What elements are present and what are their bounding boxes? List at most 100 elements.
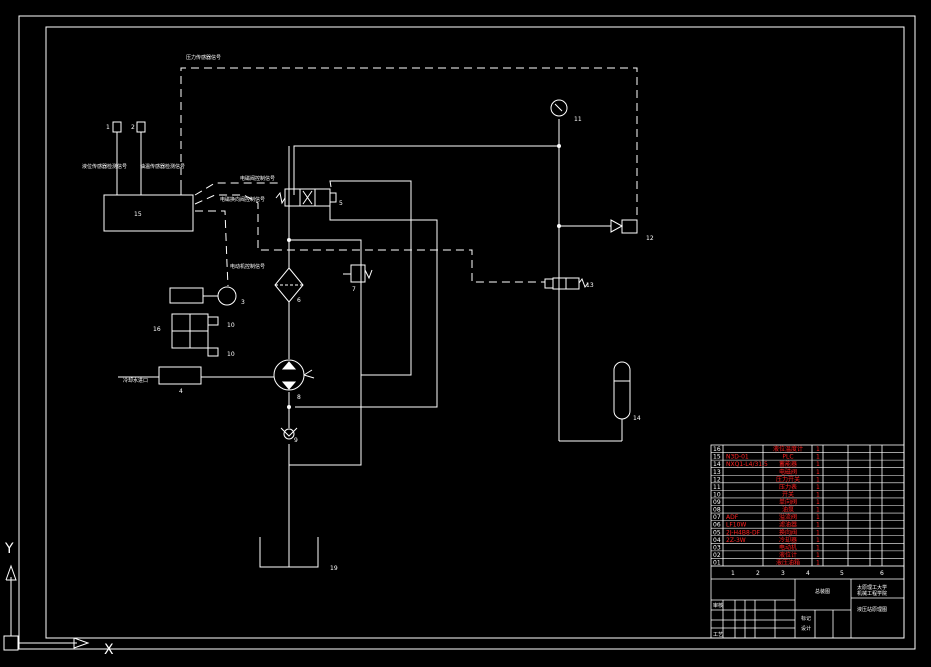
signal-label-c: 电磁阀控制信号 <box>240 175 275 182</box>
part-qty: 1 <box>816 484 820 491</box>
part-name: 电磁阀 <box>779 468 797 476</box>
part-qty: 1 <box>816 469 820 476</box>
part-number: 12 <box>713 476 721 483</box>
label-9: 9 <box>294 437 298 444</box>
footer-c: 审核 <box>713 602 723 609</box>
part-qty: 1 <box>816 454 820 461</box>
zone-3: 3 <box>781 570 785 577</box>
signal-label-e: 电动机控制信号 <box>230 263 265 270</box>
footer-b: 设计 <box>801 625 811 632</box>
part-qty: 1 <box>816 476 820 483</box>
part-name: 电动机 <box>779 543 797 551</box>
label-14: 14 <box>633 415 641 422</box>
part-number: 11 <box>713 484 721 491</box>
part-number: 06 <box>713 522 721 529</box>
label-16: 16 <box>153 326 161 333</box>
part-name: 压力表 <box>779 483 797 491</box>
part-number: 02 <box>713 552 721 559</box>
ucs-icon <box>3 564 90 651</box>
cooling-block <box>158 366 202 385</box>
label-10a: 10 <box>227 322 235 329</box>
part-name: 油泵 <box>782 506 794 514</box>
label-5: 5 <box>339 200 343 207</box>
label-15: 15 <box>134 211 142 218</box>
part-name: 压力开关 <box>776 475 800 483</box>
part-qty: 1 <box>816 446 820 453</box>
sensor-2 <box>136 121 146 133</box>
part-name: 单向阀 <box>779 498 797 506</box>
part-name: 开关 <box>782 490 794 498</box>
label-1: 1 <box>106 124 110 131</box>
part-qty: 1 <box>816 514 820 521</box>
part-qty: 1 <box>816 491 820 498</box>
signal-lines <box>180 67 638 287</box>
label-7: 7 <box>352 286 356 293</box>
part-number: 08 <box>713 507 721 514</box>
accumulator <box>613 361 631 420</box>
part-number: 10 <box>713 491 721 498</box>
part-qty: 1 <box>816 499 820 506</box>
stage-label: 总装图 <box>815 588 830 595</box>
part-code: 2Z-3W <box>726 537 746 544</box>
part-code: NXQ1-L4/31.5 <box>726 461 768 468</box>
part-code: N3D-01 <box>726 454 749 461</box>
part-qty: 1 <box>816 529 820 536</box>
signal-label-b: 油温传感器检测信号 <box>140 163 185 170</box>
zone-1: 1 <box>731 570 735 577</box>
part-qty: 1 <box>816 544 820 551</box>
part-code: LF10W <box>726 522 746 529</box>
zone-2: 2 <box>756 570 760 577</box>
part-code: ADF <box>726 514 739 521</box>
part-number: 05 <box>713 529 721 536</box>
motor <box>217 286 237 306</box>
label-19: 19 <box>330 565 338 572</box>
oil-tank <box>259 537 319 568</box>
check-valve <box>283 428 295 440</box>
inner-border <box>45 26 905 639</box>
pressure-switch <box>621 219 638 234</box>
zone-4: 4 <box>806 570 810 577</box>
signal-label-a: 液位传感器检测信号 <box>82 163 127 170</box>
remote-signal-label: 压力传感器信号 <box>186 54 221 61</box>
plc-block <box>103 194 194 232</box>
label-13: 13 <box>586 282 594 289</box>
label-8: 8 <box>297 394 301 401</box>
company-line2: 机械工程学院 <box>857 590 887 597</box>
part-number: 14 <box>713 461 721 468</box>
label-3: 3 <box>241 299 245 306</box>
label-12: 12 <box>646 235 654 242</box>
part-qty: 1 <box>816 560 820 567</box>
pressure-gauge <box>550 99 568 117</box>
ucs-x-label: X <box>104 642 114 658</box>
drawing-title: 液压站原理图 <box>857 606 887 613</box>
label-2: 2 <box>131 124 135 131</box>
part-qty: 1 <box>816 552 820 559</box>
part-name: 滤油器 <box>779 521 797 529</box>
part-name: 溢流阀 <box>779 513 797 521</box>
part-qty: 1 <box>816 537 820 544</box>
part-number: 09 <box>713 499 721 506</box>
part-number: 03 <box>713 544 721 551</box>
part-number: 01 <box>713 560 721 567</box>
footer-a: 标记 <box>801 615 811 622</box>
part-code: 2J-H4B8-DF <box>726 529 761 536</box>
part-number: 04 <box>713 537 721 544</box>
part-qty: 1 <box>816 507 820 514</box>
label-6: 6 <box>297 297 301 304</box>
zone-6: 6 <box>880 570 884 577</box>
part-name: PLC <box>782 454 793 461</box>
outer-border <box>18 15 916 650</box>
ucs-y-label: Y <box>4 541 14 557</box>
zone-5: 5 <box>840 570 844 577</box>
signal-label-d: 电磁换向阀控制信号 <box>220 196 265 203</box>
label-4: 4 <box>179 388 183 395</box>
label-10b: 10 <box>227 351 235 358</box>
part-name: 液位计 <box>779 551 797 559</box>
filter <box>274 267 304 303</box>
part-name: 蓄能器 <box>779 460 797 468</box>
part-number: 15 <box>713 454 721 461</box>
part-number: 16 <box>713 446 721 453</box>
inlet-label: 冷却水进口 <box>123 377 148 384</box>
